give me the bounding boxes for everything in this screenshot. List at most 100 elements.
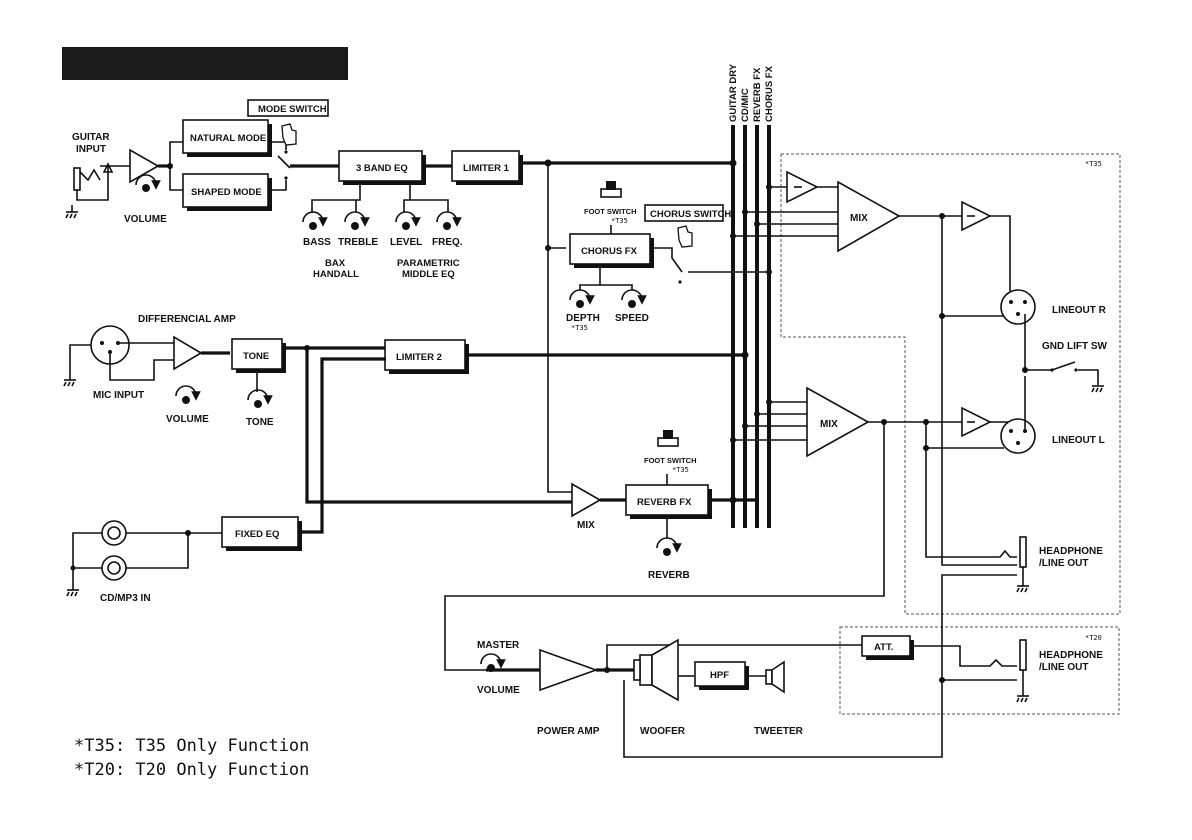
- master-label: MASTER: [477, 640, 520, 651]
- speed-label: SPEED: [615, 313, 649, 324]
- foot-switch-reverb-icon: [657, 430, 679, 447]
- headphone-t20-label-2: /LINE OUT: [1039, 662, 1088, 673]
- mode-switch-label: MODE SWITCH: [258, 104, 327, 115]
- bass-label: BASS: [303, 237, 331, 248]
- t20-region-mark: *T20: [1085, 634, 1102, 642]
- bass-knob-icon: [302, 211, 328, 230]
- mode-switch-box: [247, 99, 329, 117]
- reverb-mix-triangle: [571, 482, 602, 518]
- shaped-mode-label: SHAPED MODE: [191, 187, 262, 198]
- lineout-l-label: LINEOUT L: [1052, 435, 1105, 446]
- foot-switch-reverb-label: FOOT SWITCH: [644, 456, 697, 465]
- cd-mp3-in-label: CD/MP3 IN: [100, 593, 151, 604]
- headphone-jack-t35-icon: [1016, 536, 1029, 593]
- limiter1-label: LIMITER 1: [463, 163, 510, 174]
- t20-region: [839, 626, 1120, 715]
- treble-label: TREBLE: [338, 237, 378, 248]
- hpf-label: HPF: [710, 670, 729, 681]
- headphone-jack-t20-icon: [1016, 639, 1029, 703]
- headphone-t35-label-2: /LINE OUT: [1039, 558, 1088, 569]
- reverb-mix-label: MIX: [577, 520, 595, 531]
- tone-knob-label: TONE: [246, 417, 274, 428]
- limiter2-label: LIMITER 2: [396, 352, 442, 363]
- mic-preamp-triangle: [173, 335, 203, 371]
- woofer-speaker-icon: [633, 638, 679, 702]
- mic-input-label: MIC INPUT: [93, 390, 144, 401]
- t35-region: [780, 153, 1121, 615]
- eq3-label: 3 BAND EQ: [356, 163, 408, 174]
- reverb-knob-icon: [656, 537, 682, 556]
- rca-cd-mp3-input-icon: [66, 520, 191, 597]
- woofer-label: WOOFER: [640, 726, 686, 737]
- freq-knob-icon: [436, 211, 462, 230]
- depth-label: DEPTH: [566, 313, 600, 324]
- bus-label-cd-mic: CD/MIC: [740, 88, 751, 122]
- att-label: ATT.: [874, 642, 893, 653]
- power-amp-triangle: [539, 648, 599, 692]
- limiter2-block: [384, 339, 466, 371]
- eq3-block: [338, 150, 423, 182]
- bax-label-2: HANDALL: [313, 269, 359, 280]
- chorus-switch-label: CHORUS SWITCH: [650, 209, 731, 220]
- reverb-knob-label: REVERB: [648, 570, 690, 581]
- guitar-input-label-2: INPUT: [76, 144, 106, 155]
- limiter1-block: [451, 150, 520, 182]
- shaped-mode-block: [182, 173, 269, 208]
- natural-mode-label: NATURAL MODE: [190, 133, 266, 144]
- foot-switch-chorus-icon: [600, 181, 622, 198]
- power-amp-label: POWER AMP: [537, 726, 600, 737]
- fixed-eq-label: FIXED EQ: [235, 529, 279, 540]
- xlr-lineout-l-icon: [1000, 418, 1036, 454]
- fixed-eq-block: [221, 516, 299, 548]
- bus-label-guitar-dry: GUITAR DRY: [728, 63, 739, 122]
- xlr-mic-input-icon: [63, 325, 174, 387]
- mic-volume-knob-icon: [175, 385, 201, 404]
- tweeter-speaker-icon: [765, 660, 785, 694]
- headphone-t20-label-1: HEADPHONE: [1039, 650, 1103, 661]
- mic-volume-label: VOLUME: [166, 414, 209, 425]
- lower-mix-triangle: [806, 386, 870, 458]
- hand-pointer-icon: [281, 123, 297, 146]
- tone-block-label: TONE: [243, 351, 269, 362]
- differencial-amp-label: DIFFERENCIAL AMP: [138, 314, 236, 325]
- chorus-fx-block: [569, 233, 651, 265]
- guitar-preamp-triangle: [129, 148, 160, 184]
- treble-knob-icon: [344, 211, 370, 230]
- foot-switch-reverb-t35: *T35: [672, 466, 689, 474]
- bus-lines: GUITAR DRY CD/MIC REVERB FX CHORUS FX: [728, 63, 775, 528]
- chorus-fx-label: CHORUS FX: [581, 246, 638, 257]
- foot-switch-chorus-t35: *T35: [611, 217, 628, 225]
- upper-mix-triangle: [837, 180, 901, 253]
- upper-mix-label: MIX: [850, 213, 868, 224]
- bax-label-1: BAX: [325, 258, 346, 269]
- hpf-block: [694, 661, 746, 687]
- lineout-r-inverter: [961, 200, 992, 232]
- foot-switch-chorus-label: FOOT SWITCH: [584, 207, 637, 216]
- guitar-volume-knob-icon: [135, 174, 161, 192]
- bus-label-reverb-fx: REVERB FX: [752, 67, 763, 122]
- guitar-volume-label: VOLUME: [124, 214, 167, 225]
- hand-pointer-chorus-icon: [677, 225, 693, 248]
- chorus-switch-box: [644, 204, 724, 222]
- footnote-t20: *T20: T20 Only Function: [74, 760, 309, 780]
- tweeter-label: TWEETER: [754, 726, 804, 737]
- master-volume-label: VOLUME: [477, 685, 520, 696]
- guitar-input-label-1: GUITAR: [72, 132, 110, 143]
- gnd-lift-sw-label: GND LIFT SW: [1042, 341, 1108, 352]
- depth-t35: *T35: [571, 324, 588, 332]
- xlr-lineout-r-icon: [1000, 289, 1036, 325]
- freq-label: FREQ.: [432, 237, 463, 248]
- bus-label-chorus-fx: CHORUS FX: [764, 65, 775, 122]
- lower-mix-label: MIX: [820, 419, 838, 430]
- parametric-label-1: PARAMETRIC: [397, 258, 460, 269]
- lineout-r-label: LINEOUT R: [1052, 305, 1107, 316]
- speed-knob-icon: [621, 289, 647, 308]
- footnote-t35: *T35: T35 Only Function: [74, 736, 309, 756]
- depth-knob-icon: [569, 289, 595, 308]
- level-knob-icon: [395, 211, 421, 230]
- natural-mode-block: [182, 119, 269, 154]
- t35-region-mark: *T35: [1085, 160, 1102, 168]
- ground-icon-gnd-lift: [1091, 385, 1104, 393]
- reverb-fx-label: REVERB FX: [637, 497, 692, 508]
